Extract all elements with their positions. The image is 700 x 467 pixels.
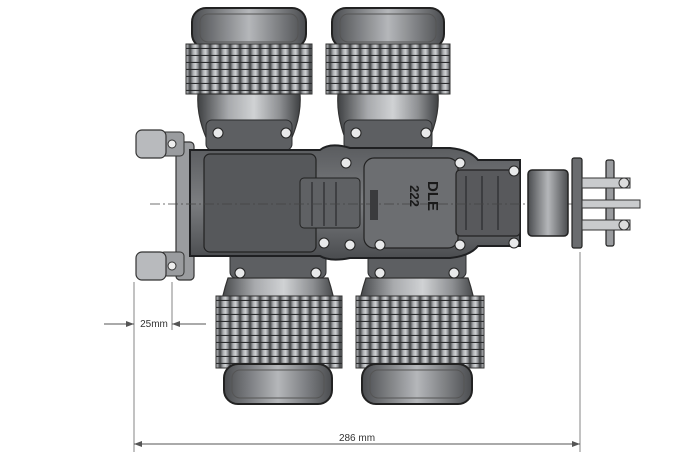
cooling-fins <box>215 295 343 369</box>
cylinder-lower-right <box>355 247 485 405</box>
dimension-small-label: 25mm <box>140 319 168 330</box>
dimension-small: 25mm <box>104 282 206 452</box>
cylinder-upper-right <box>325 7 451 151</box>
ribs <box>311 176 499 230</box>
cylinder-upper-left <box>185 7 313 151</box>
cylinder-head <box>361 363 473 405</box>
engine-brand: DLE <box>424 181 441 211</box>
cylinder-head <box>223 363 333 405</box>
cylinder-lower-left <box>215 247 343 405</box>
bolts <box>212 127 520 279</box>
mount-standoff <box>135 129 167 159</box>
cooling-fins <box>325 43 451 95</box>
rear-hub <box>527 157 641 249</box>
dimension-overall: 286 mm <box>134 252 581 452</box>
crankcase: DLE 222 <box>150 127 640 279</box>
engine-model: 222 <box>407 185 422 207</box>
mount-standoff <box>135 251 167 281</box>
cooling-fins <box>185 43 313 95</box>
mounting-flange <box>135 129 195 281</box>
cooling-fins <box>355 295 485 369</box>
dimension-overall-label: 286 mm <box>339 433 375 444</box>
